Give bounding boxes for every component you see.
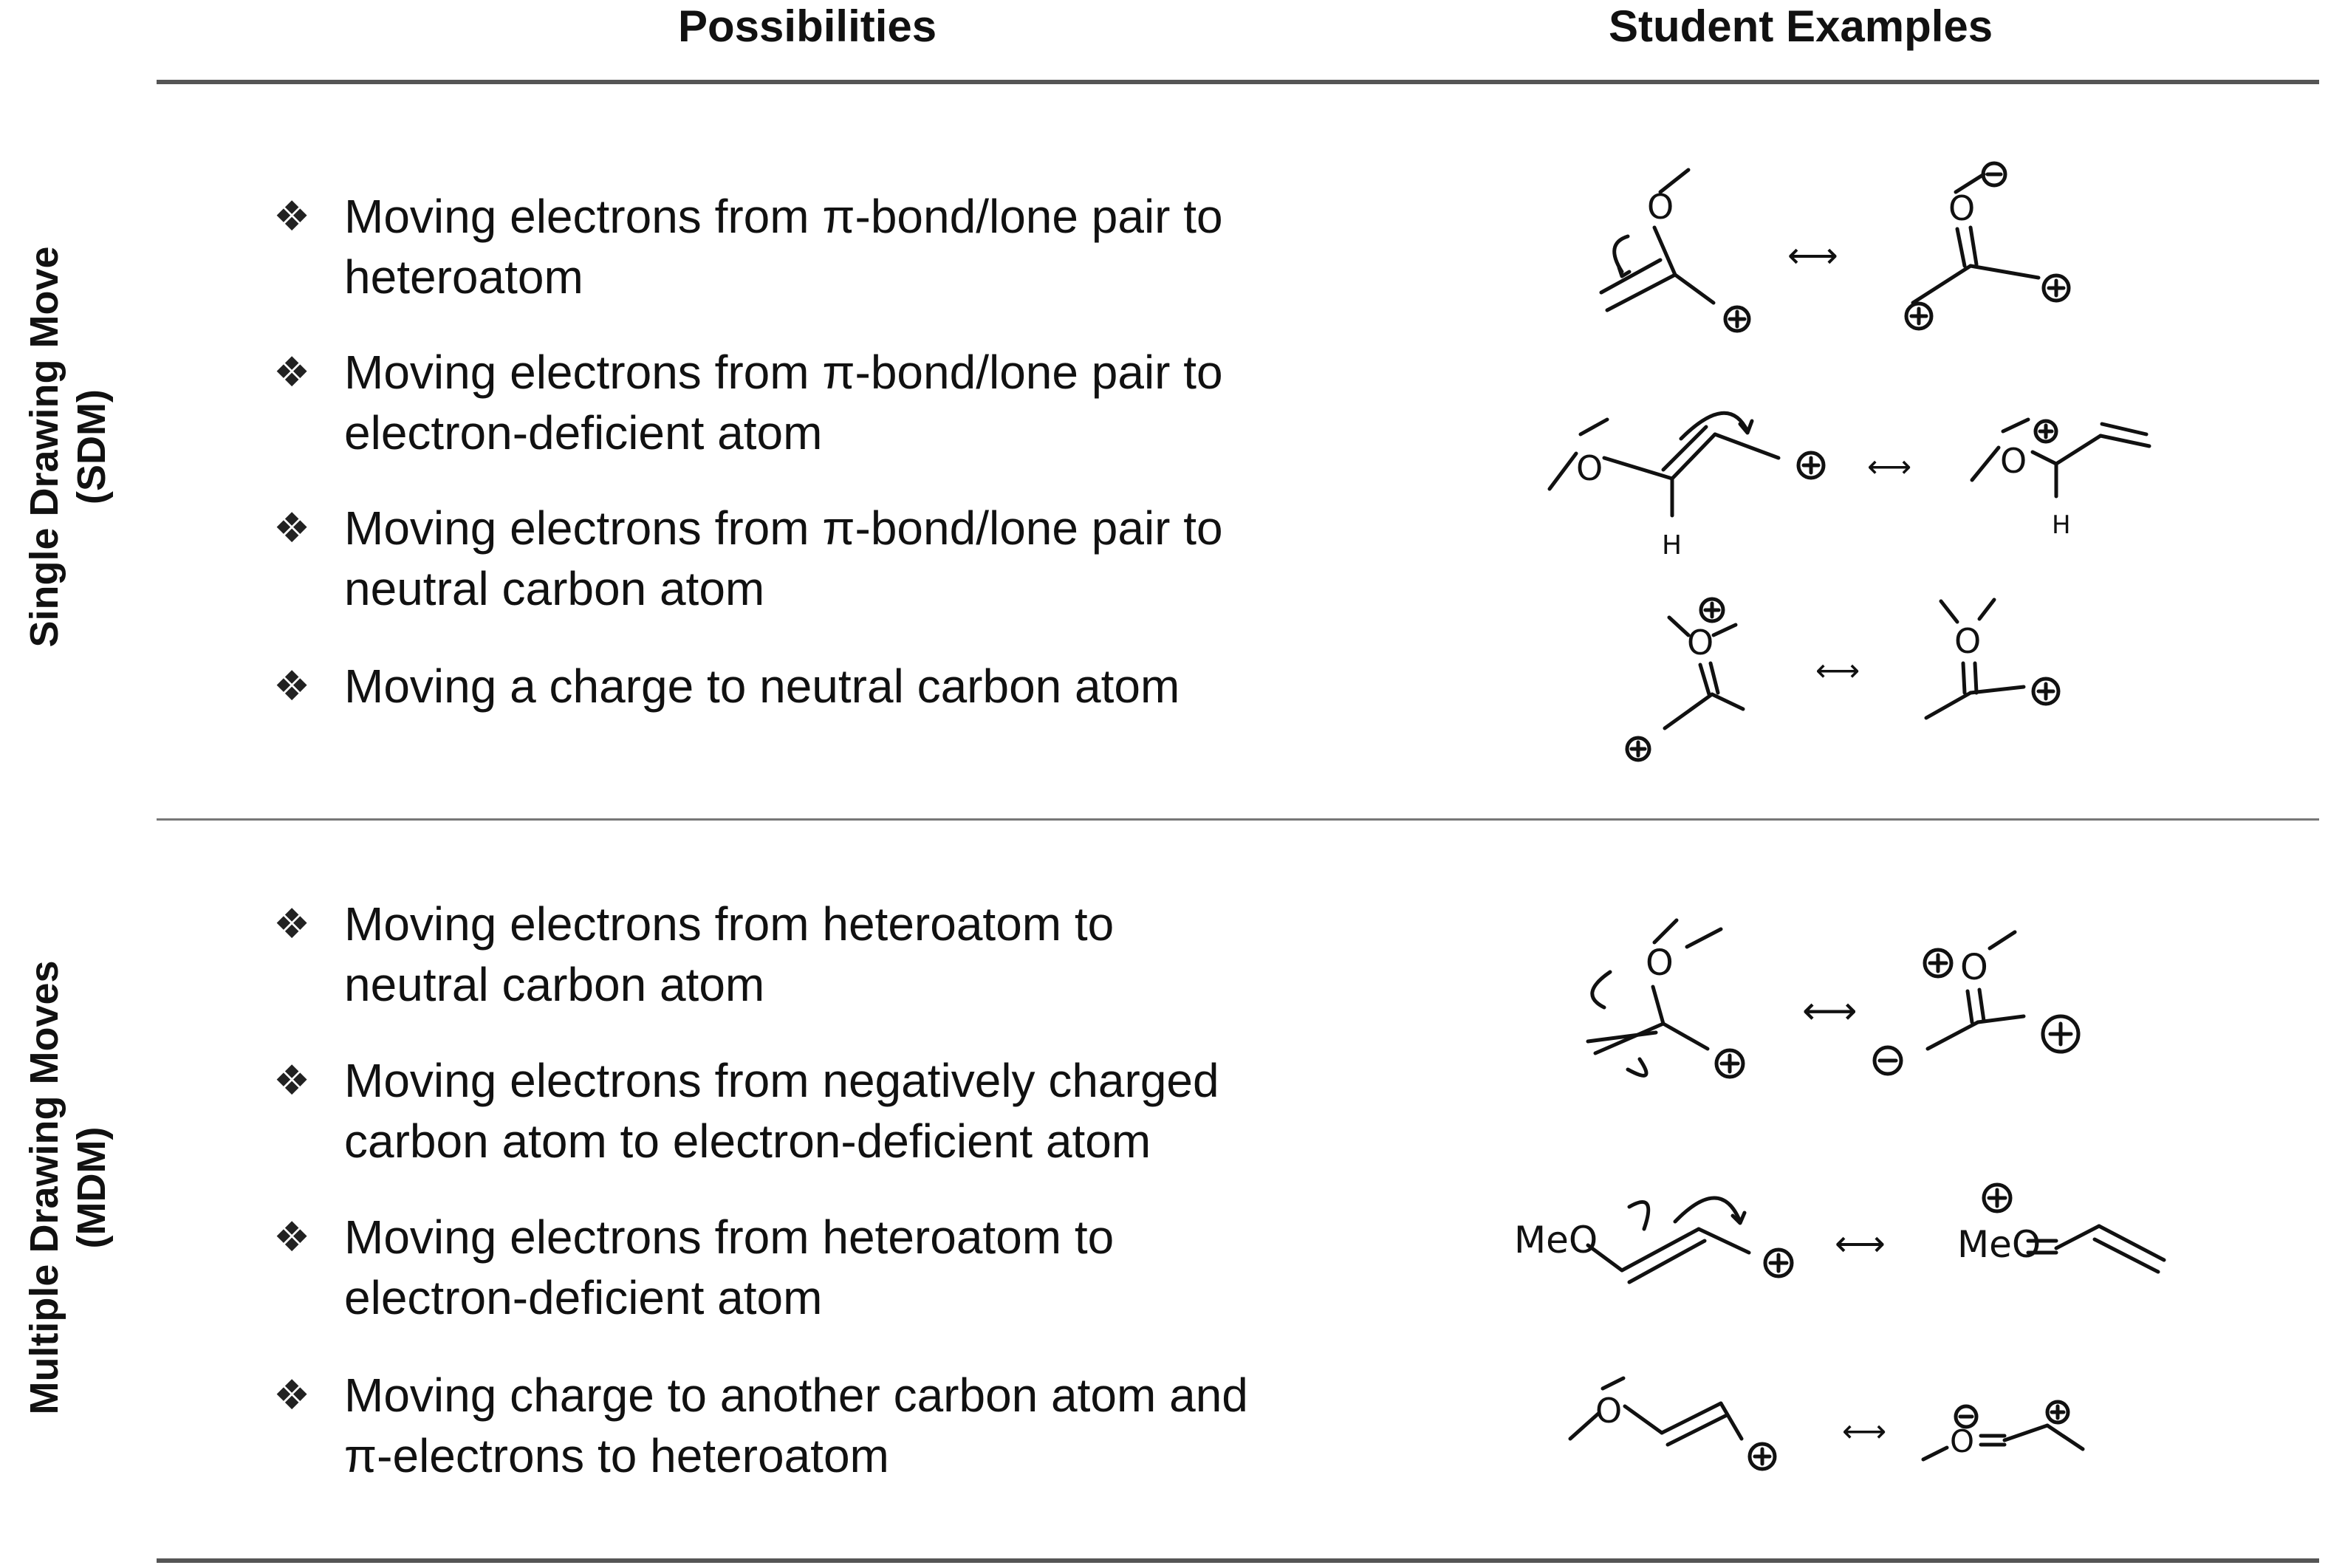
svg-text:O: O [1687, 623, 1714, 663]
diamond-bullet-icon: ❖ [273, 900, 311, 947]
svg-text:H: H [2052, 510, 2071, 540]
diamond-bullet-icon: ❖ [273, 504, 311, 551]
diamond-bullet-icon: ❖ [273, 349, 311, 395]
svg-text:O: O [1576, 448, 1603, 488]
header-student-examples: Student Examples [1609, 1, 1993, 51]
svg-text:⟷: ⟷ [1815, 652, 1860, 688]
svg-text:O: O [1647, 187, 1674, 227]
svg-text:⟷: ⟷ [1835, 1223, 1886, 1264]
svg-text:⟷: ⟷ [1787, 235, 1838, 276]
sdm-example-1-sketch: O ⟷ O [1599, 161, 2071, 333]
diamond-bullet-icon: ❖ [273, 663, 311, 709]
section-divider [157, 818, 2319, 821]
diamond-bullet-icon: ❖ [273, 193, 311, 239]
mdm-example-3-sketch: O ⟷ O [1568, 1376, 2085, 1471]
svg-text:⟷: ⟷ [1842, 1413, 1886, 1449]
svg-text:O: O [1950, 1423, 1974, 1459]
svg-text:H: H [1662, 530, 1682, 561]
list-item: ❖ Moving a charge to neutral carbon atom [273, 656, 1180, 716]
svg-text:MeO: MeO [1514, 1219, 1598, 1261]
svg-text:MeO: MeO [1957, 1223, 2041, 1266]
sdm-example-3-sketch: O ⟷ O [1625, 597, 2061, 762]
mdm-example-2-sketch: MeO ⟷ MeO [1514, 1182, 2166, 1284]
list-item: ❖ Moving electrons from negatively charg… [273, 1050, 1219, 1171]
diamond-bullet-icon: ❖ [273, 1213, 311, 1260]
sdm-example-2-sketch: O H ⟷ O H [1547, 411, 2151, 561]
svg-text:O: O [2000, 441, 2027, 481]
bottom-rule [157, 1558, 2319, 1563]
list-item: ❖ Moving electrons from π-bond/lone pair… [273, 342, 1223, 463]
header-possibilities: Possibilities [678, 1, 937, 51]
diamond-bullet-icon: ❖ [273, 1372, 311, 1418]
list-item: ❖ Moving charge to another carbon atom a… [273, 1365, 1248, 1486]
svg-text:O: O [1960, 947, 1988, 988]
svg-text:⟷: ⟷ [1802, 989, 1858, 1033]
svg-text:O: O [1948, 188, 1975, 228]
svg-text:O: O [1646, 942, 1674, 984]
diamond-bullet-icon: ❖ [273, 1057, 311, 1103]
svg-text:O: O [1954, 621, 1981, 661]
list-item: ❖ Moving electrons from π-bond/lone pair… [273, 498, 1223, 619]
svg-text:⟷: ⟷ [1867, 448, 1911, 485]
list-item: ❖ Moving electrons from π-bond/lone pair… [273, 186, 1223, 307]
mdm-example-1-sketch: O ⟷ O [1586, 918, 2081, 1079]
svg-text:O: O [1595, 1391, 1622, 1431]
top-rule [157, 80, 2319, 84]
